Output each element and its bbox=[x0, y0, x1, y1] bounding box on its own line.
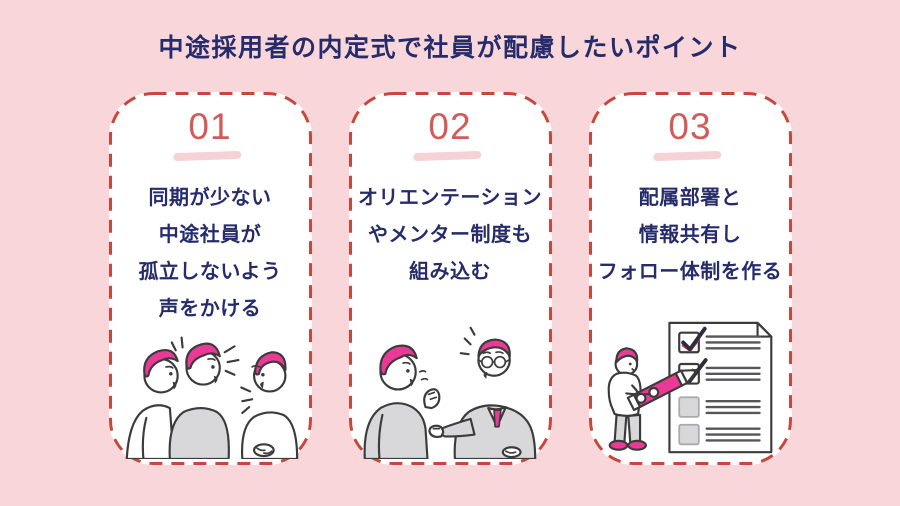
person-left bbox=[363, 344, 441, 459]
card-1-number: 01 bbox=[188, 106, 232, 147]
card-3-number-block: 03 bbox=[653, 106, 722, 162]
three-people-talking-icon bbox=[125, 336, 299, 459]
card-2-number: 02 bbox=[428, 106, 472, 147]
three-people-talking-illustration bbox=[116, 317, 304, 459]
card-2-text: オリエンテーション やメンター制度も 組み込む bbox=[358, 180, 542, 291]
card-1-line-3: 孤立しないよう bbox=[138, 261, 282, 283]
card-1-line-2: 中途社員が bbox=[158, 224, 262, 246]
card-2-number-block: 02 bbox=[413, 106, 482, 162]
card-3-number: 03 bbox=[668, 106, 712, 147]
person-right bbox=[428, 326, 537, 459]
card-2-line-2: やメンター制度も bbox=[367, 224, 532, 246]
card-3-text: 配属部署と 情報共有し フォロー体制を作る bbox=[598, 180, 783, 291]
two-people-greeting-icon bbox=[363, 326, 537, 459]
checklist-paper bbox=[668, 321, 773, 454]
person-with-pencil bbox=[607, 347, 699, 451]
card-3-line-1: 配属部署と bbox=[638, 187, 742, 209]
card-1-line-1: 同期が少ない bbox=[148, 187, 272, 209]
person-checklist-icon bbox=[607, 321, 773, 454]
card-point-1: 01 同期が少ない 中途社員が 孤立しないよう 声をかける bbox=[108, 92, 312, 465]
page-title: 中途採用者の内定式で社員が配慮したいポイント bbox=[158, 34, 742, 62]
person-right bbox=[240, 351, 299, 459]
card-point-2: 02 オリエンテーション やメンター制度も 組み込む bbox=[348, 92, 552, 465]
two-people-greeting-illustration bbox=[356, 317, 544, 459]
person-left bbox=[125, 336, 184, 459]
card-3-line-2: 情報共有し bbox=[638, 224, 742, 246]
card-2-line-3: 組み込む bbox=[408, 261, 491, 283]
checklist-illustration bbox=[596, 317, 784, 459]
cards-row: 01 同期が少ない 中途社員が 孤立しないよう 声をかける bbox=[0, 92, 900, 465]
card-point-3: 03 配属部署と 情報共有し フォロー体制を作る bbox=[588, 92, 792, 465]
card-1-text: 同期が少ない 中途社員が 孤立しないよう 声をかける bbox=[138, 180, 281, 328]
card-1-number-block: 01 bbox=[173, 106, 242, 162]
person-middle bbox=[168, 342, 240, 459]
card-2-line-1: オリエンテーション bbox=[357, 187, 543, 209]
card-3-line-3: フォロー体制を作る bbox=[597, 261, 783, 283]
